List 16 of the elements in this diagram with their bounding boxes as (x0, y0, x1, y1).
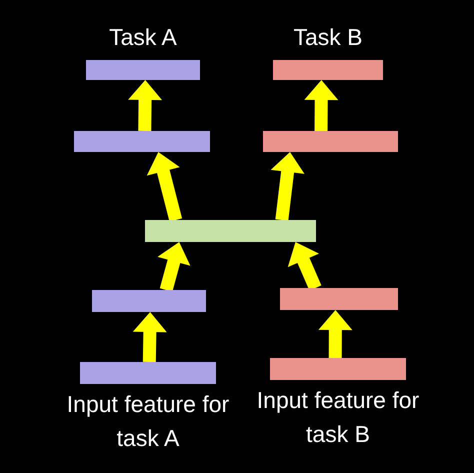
task-label: Task B (292, 23, 364, 52)
layer-bar (280, 288, 398, 310)
block-arrow (158, 240, 190, 292)
task-label: Task A (108, 23, 178, 52)
layer-bar (145, 220, 316, 242)
block-arrow (128, 80, 162, 132)
task-label: Input feature for task B (256, 386, 420, 449)
block-arrow (270, 151, 304, 221)
layer-bar (92, 290, 206, 312)
layer-bar (74, 131, 210, 152)
block-arrow (146, 150, 182, 222)
block-arrow (304, 80, 338, 132)
layer-bar (263, 131, 398, 152)
task-label: Input feature for task A (66, 390, 230, 453)
block-arrow (318, 310, 352, 358)
block-arrow (132, 312, 167, 362)
